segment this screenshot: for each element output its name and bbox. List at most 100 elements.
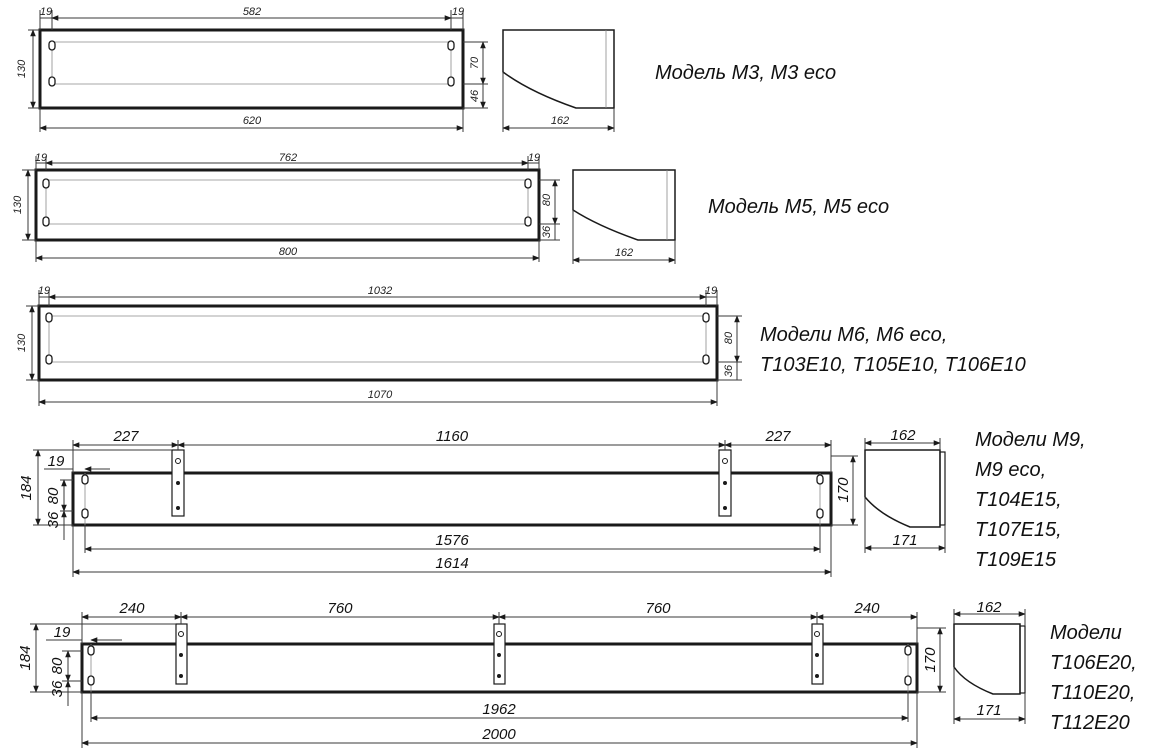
m9-dim-height: 184	[18, 475, 35, 500]
t106e20-dim-seg2: 760	[327, 600, 353, 617]
m9-dim-seg3: 227	[764, 428, 791, 445]
m5-mount-slot	[524, 178, 532, 189]
m5-dim-top-right: 19	[528, 152, 540, 164]
m9-dim-side-top: 162	[890, 427, 916, 444]
m9-dim-seg2: 1160	[436, 428, 469, 445]
label-line: Модели M6, M6 eco,	[760, 324, 948, 346]
m3-mount-slot	[447, 40, 455, 51]
m9-dim-inner: 1576	[435, 532, 469, 549]
m5-front-panel	[34, 168, 541, 242]
m9-mount-slot	[816, 508, 824, 519]
t106e20-side-profile	[953, 623, 1021, 695]
m3-dim-total: 620	[243, 115, 262, 127]
m6-dim-top-left: 19	[38, 285, 50, 297]
m6-front-panel	[37, 304, 719, 382]
model-m6-label: Модели M6, M6 eco, T103E10, T105E10, T10…	[760, 320, 1026, 380]
m9-mount-slot	[81, 508, 89, 519]
m5-mount-slot	[42, 216, 50, 227]
m9-mount-slot	[81, 474, 89, 485]
t106e20-dim-total: 2000	[481, 726, 516, 743]
m9-dim-upper: 80	[45, 487, 62, 504]
t106e20-dim-seg1: 240	[118, 600, 145, 617]
m3-dim-upper: 70	[469, 56, 481, 69]
m3-dim-top-right: 19	[452, 6, 464, 18]
label-line: Модель M5, M5 eco	[708, 196, 890, 218]
m5-dim-height: 130	[12, 195, 24, 214]
m5-dim-side-depth: 162	[615, 247, 633, 259]
m3-dim-lower: 46	[469, 89, 481, 102]
m6-mount-slot	[45, 354, 53, 365]
label-line: T109E15	[975, 549, 1057, 571]
m6-dim-top-mid: 1032	[368, 285, 392, 297]
m5-dim-total: 800	[279, 246, 298, 258]
t106e20-mount-slot	[87, 675, 95, 686]
t106e20-dim-inner: 1962	[482, 701, 516, 718]
m6-mount-slot	[45, 312, 53, 323]
t106e20-mount-slot	[904, 645, 912, 656]
label-line: T107E15,	[975, 519, 1062, 541]
label-line: T112E20	[1050, 712, 1130, 734]
t106e20-dim-side-height: 170	[922, 647, 939, 673]
model-m9-drawing: 227 1160 227 19 184 80 36 170 1576 1614 …	[18, 427, 946, 577]
t106e20-dim-seg3: 760	[645, 600, 671, 617]
t106e20-dim-lower: 36	[49, 680, 66, 697]
model-m5-label: Модель M5, M5 eco	[708, 192, 889, 222]
m6-dim-total: 1070	[368, 389, 393, 401]
m3-dim-height: 130	[16, 59, 28, 78]
m5-dim-lower: 36	[541, 225, 553, 238]
m9-dim-side-height: 170	[835, 477, 852, 503]
label-line: Модели M9,	[975, 429, 1086, 451]
t106e20-mount-slot	[87, 645, 95, 656]
m6-dim-upper: 80	[723, 331, 735, 344]
m9-dim-lower: 36	[45, 511, 62, 528]
m5-mount-slot	[524, 216, 532, 227]
m9-dim-side-bottom: 171	[892, 532, 917, 549]
model-m9-label: Модели M9, M9 eco, T104E15, T107E15, T10…	[975, 425, 1086, 575]
t106e20-dim-upper: 80	[49, 657, 66, 674]
m3-dim-side-depth: 162	[551, 115, 569, 127]
m3-mount-slot	[48, 40, 56, 51]
m9-dim-offset: 19	[48, 453, 65, 470]
label-line: Модель M3, M3 eco	[655, 62, 837, 84]
m3-side-profile	[502, 29, 615, 109]
m9-side-profile	[864, 449, 941, 528]
t106e20-dim-offset: 19	[54, 624, 71, 641]
m9-front-panel	[71, 471, 833, 527]
label-line: T110E20,	[1050, 682, 1136, 704]
model-m5-drawing: 19 762 19 130 80 36 800 162	[12, 152, 676, 264]
m3-mount-slot	[447, 76, 455, 87]
model-m3-label: Модель M3, M3 eco	[655, 58, 836, 88]
m6-mount-slot	[702, 354, 710, 365]
m5-dim-upper: 80	[541, 193, 553, 206]
m9-mount-slot	[816, 474, 824, 485]
model-t106e20-drawing: 240 760 760 240 19 184 80 36 170 1962 20…	[17, 599, 1026, 748]
t106e20-mount-slot	[904, 675, 912, 686]
m9-dim-total: 1614	[435, 555, 468, 572]
m5-side-profile	[572, 169, 676, 241]
t106e20-dim-side-bottom: 171	[976, 702, 1001, 719]
label-line: M9 eco,	[975, 459, 1047, 481]
t106e20-dim-side-top: 162	[976, 599, 1002, 616]
model-t106e20-label: Модели T106E20, T110E20, T112E20	[1050, 618, 1137, 738]
label-line: T104E15,	[975, 489, 1062, 511]
m5-mount-slot	[42, 178, 50, 189]
m6-dim-height: 130	[16, 333, 28, 352]
m3-mount-slot	[48, 76, 56, 87]
t106e20-dim-seg4: 240	[853, 600, 880, 617]
model-m3-drawing: 19 582 19 130 70 46 620 162	[16, 6, 615, 132]
m9-dim-seg1: 227	[112, 428, 139, 445]
m5-dim-top-left: 19	[35, 152, 47, 164]
m6-mount-slot	[702, 312, 710, 323]
m5-dim-top-mid: 762	[279, 152, 297, 164]
model-m6-drawing: 19 1032 19 130 80 36 1070	[16, 285, 742, 406]
m3-front-panel	[38, 28, 465, 110]
label-line: T103E10, T105E10, T106E10	[760, 354, 1026, 376]
m6-dim-lower: 36	[723, 364, 735, 377]
m6-dim-top-right: 19	[705, 285, 717, 297]
label-line: T106E20,	[1050, 652, 1137, 674]
m3-dim-top-left: 19	[40, 6, 52, 18]
t106e20-dim-height: 184	[17, 645, 34, 670]
label-line: Модели	[1050, 622, 1122, 644]
m3-dim-top-mid: 582	[243, 6, 261, 18]
